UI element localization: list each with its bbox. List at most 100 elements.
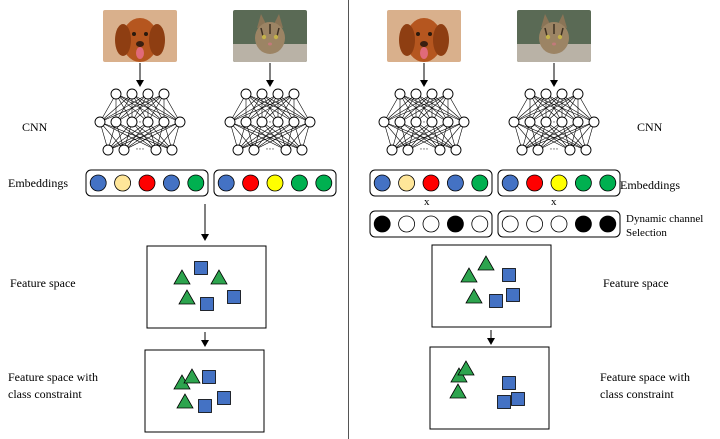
feature-space-constraint-right-frame — [429, 346, 550, 430]
network-node — [126, 116, 138, 128]
square-marker — [497, 395, 511, 409]
network-node — [94, 116, 106, 128]
network-node — [572, 88, 584, 100]
network-node — [540, 88, 552, 100]
square-marker — [217, 391, 231, 405]
channel-black — [575, 215, 592, 233]
network-node — [126, 88, 138, 100]
network-node — [378, 116, 390, 128]
square-marker — [489, 294, 503, 308]
ellipsis-label: ··· — [136, 117, 145, 127]
channel-red — [242, 174, 260, 192]
feature-space-left-frame — [146, 245, 267, 329]
multiply-sign-cat: x — [551, 196, 557, 208]
channel-white — [398, 215, 416, 233]
channel-blue — [89, 174, 107, 192]
network-node — [110, 88, 122, 100]
network-node — [572, 116, 584, 128]
network-node — [296, 144, 308, 156]
network-node — [288, 88, 300, 100]
channel-cream — [114, 174, 131, 192]
network-node — [410, 88, 422, 100]
triangle-marker — [477, 255, 495, 271]
label-feature-constraint-right-1: Feature space with — [600, 370, 690, 384]
channel-black — [446, 215, 464, 233]
triangle-marker — [460, 267, 478, 283]
ellipsis-label: ··· — [266, 144, 275, 154]
label-embeddings-right: Embeddings — [620, 178, 680, 192]
channel-green — [575, 174, 592, 192]
network-node — [588, 116, 600, 128]
ellipsis-label: ··· — [420, 117, 429, 127]
channel-blue — [501, 174, 519, 192]
network-node — [410, 116, 422, 128]
network-node — [118, 144, 130, 156]
channel-white — [501, 215, 519, 233]
network-node — [248, 144, 260, 156]
embedding-right-dog — [369, 169, 493, 197]
channel-blue — [162, 174, 180, 192]
cnn-networks: ························ — [94, 88, 600, 156]
feature-space-constraint-right — [429, 346, 550, 430]
network-node — [304, 116, 316, 128]
square-marker — [194, 261, 208, 275]
network-node — [240, 116, 252, 128]
triangle-marker — [465, 288, 483, 304]
square-marker — [198, 399, 212, 413]
network-node — [240, 88, 252, 100]
label-feature-constraint-right-2: class constraint — [600, 387, 674, 401]
network-node — [508, 116, 520, 128]
feature-space-panels — [144, 244, 552, 433]
channel-blue — [217, 174, 235, 192]
square-marker — [502, 268, 516, 282]
cnn-network-left-cat: ······ — [224, 88, 316, 156]
label-dynamic-1: Dynamic channel — [626, 213, 704, 225]
square-marker — [227, 290, 241, 304]
triangle-marker — [183, 368, 201, 384]
channel-green — [315, 174, 333, 192]
square-marker — [200, 297, 214, 311]
label-feature-space-left: Feature space — [10, 276, 76, 290]
cnn-network-right-cat: ······ — [508, 88, 600, 156]
channel-red — [138, 174, 156, 192]
square-marker — [511, 392, 525, 406]
network-node — [426, 116, 438, 128]
network-node — [540, 116, 552, 128]
square-marker — [506, 288, 520, 302]
square-marker — [502, 376, 516, 390]
label-cnn-right: CNN — [637, 120, 663, 134]
network-node — [256, 116, 268, 128]
channel-black — [373, 215, 391, 233]
embedding-left-cat — [213, 169, 337, 197]
network-node — [524, 88, 536, 100]
cat-photo-left — [233, 10, 307, 62]
channel-white — [422, 215, 440, 233]
channel-white — [471, 215, 489, 233]
channel-yellow — [550, 174, 568, 192]
channel-blue — [446, 174, 464, 192]
network-node — [532, 144, 544, 156]
square-marker — [202, 370, 216, 384]
label-feature-space-right: Feature space — [603, 276, 669, 290]
network-node — [386, 144, 398, 156]
cnn-network-left-dog: ······ — [94, 88, 186, 156]
channel-green — [290, 174, 308, 192]
network-node — [272, 116, 284, 128]
network-node — [232, 144, 244, 156]
feature-space-constraint-left — [144, 349, 265, 433]
dog-photo-right — [387, 10, 461, 62]
panel-divider — [348, 0, 349, 439]
feature-space-left — [146, 245, 267, 329]
network-node — [442, 88, 454, 100]
triangle-marker — [457, 360, 475, 376]
network-node — [580, 144, 592, 156]
channel-black — [599, 215, 617, 233]
network-node — [224, 116, 236, 128]
multiply-sign-dog: x — [424, 196, 430, 208]
label-dynamic-2: Selection — [626, 227, 667, 239]
network-node — [174, 116, 186, 128]
feature-space-constraint-left-frame — [144, 349, 265, 433]
network-node — [442, 116, 454, 128]
dog-photo-left — [103, 10, 177, 62]
